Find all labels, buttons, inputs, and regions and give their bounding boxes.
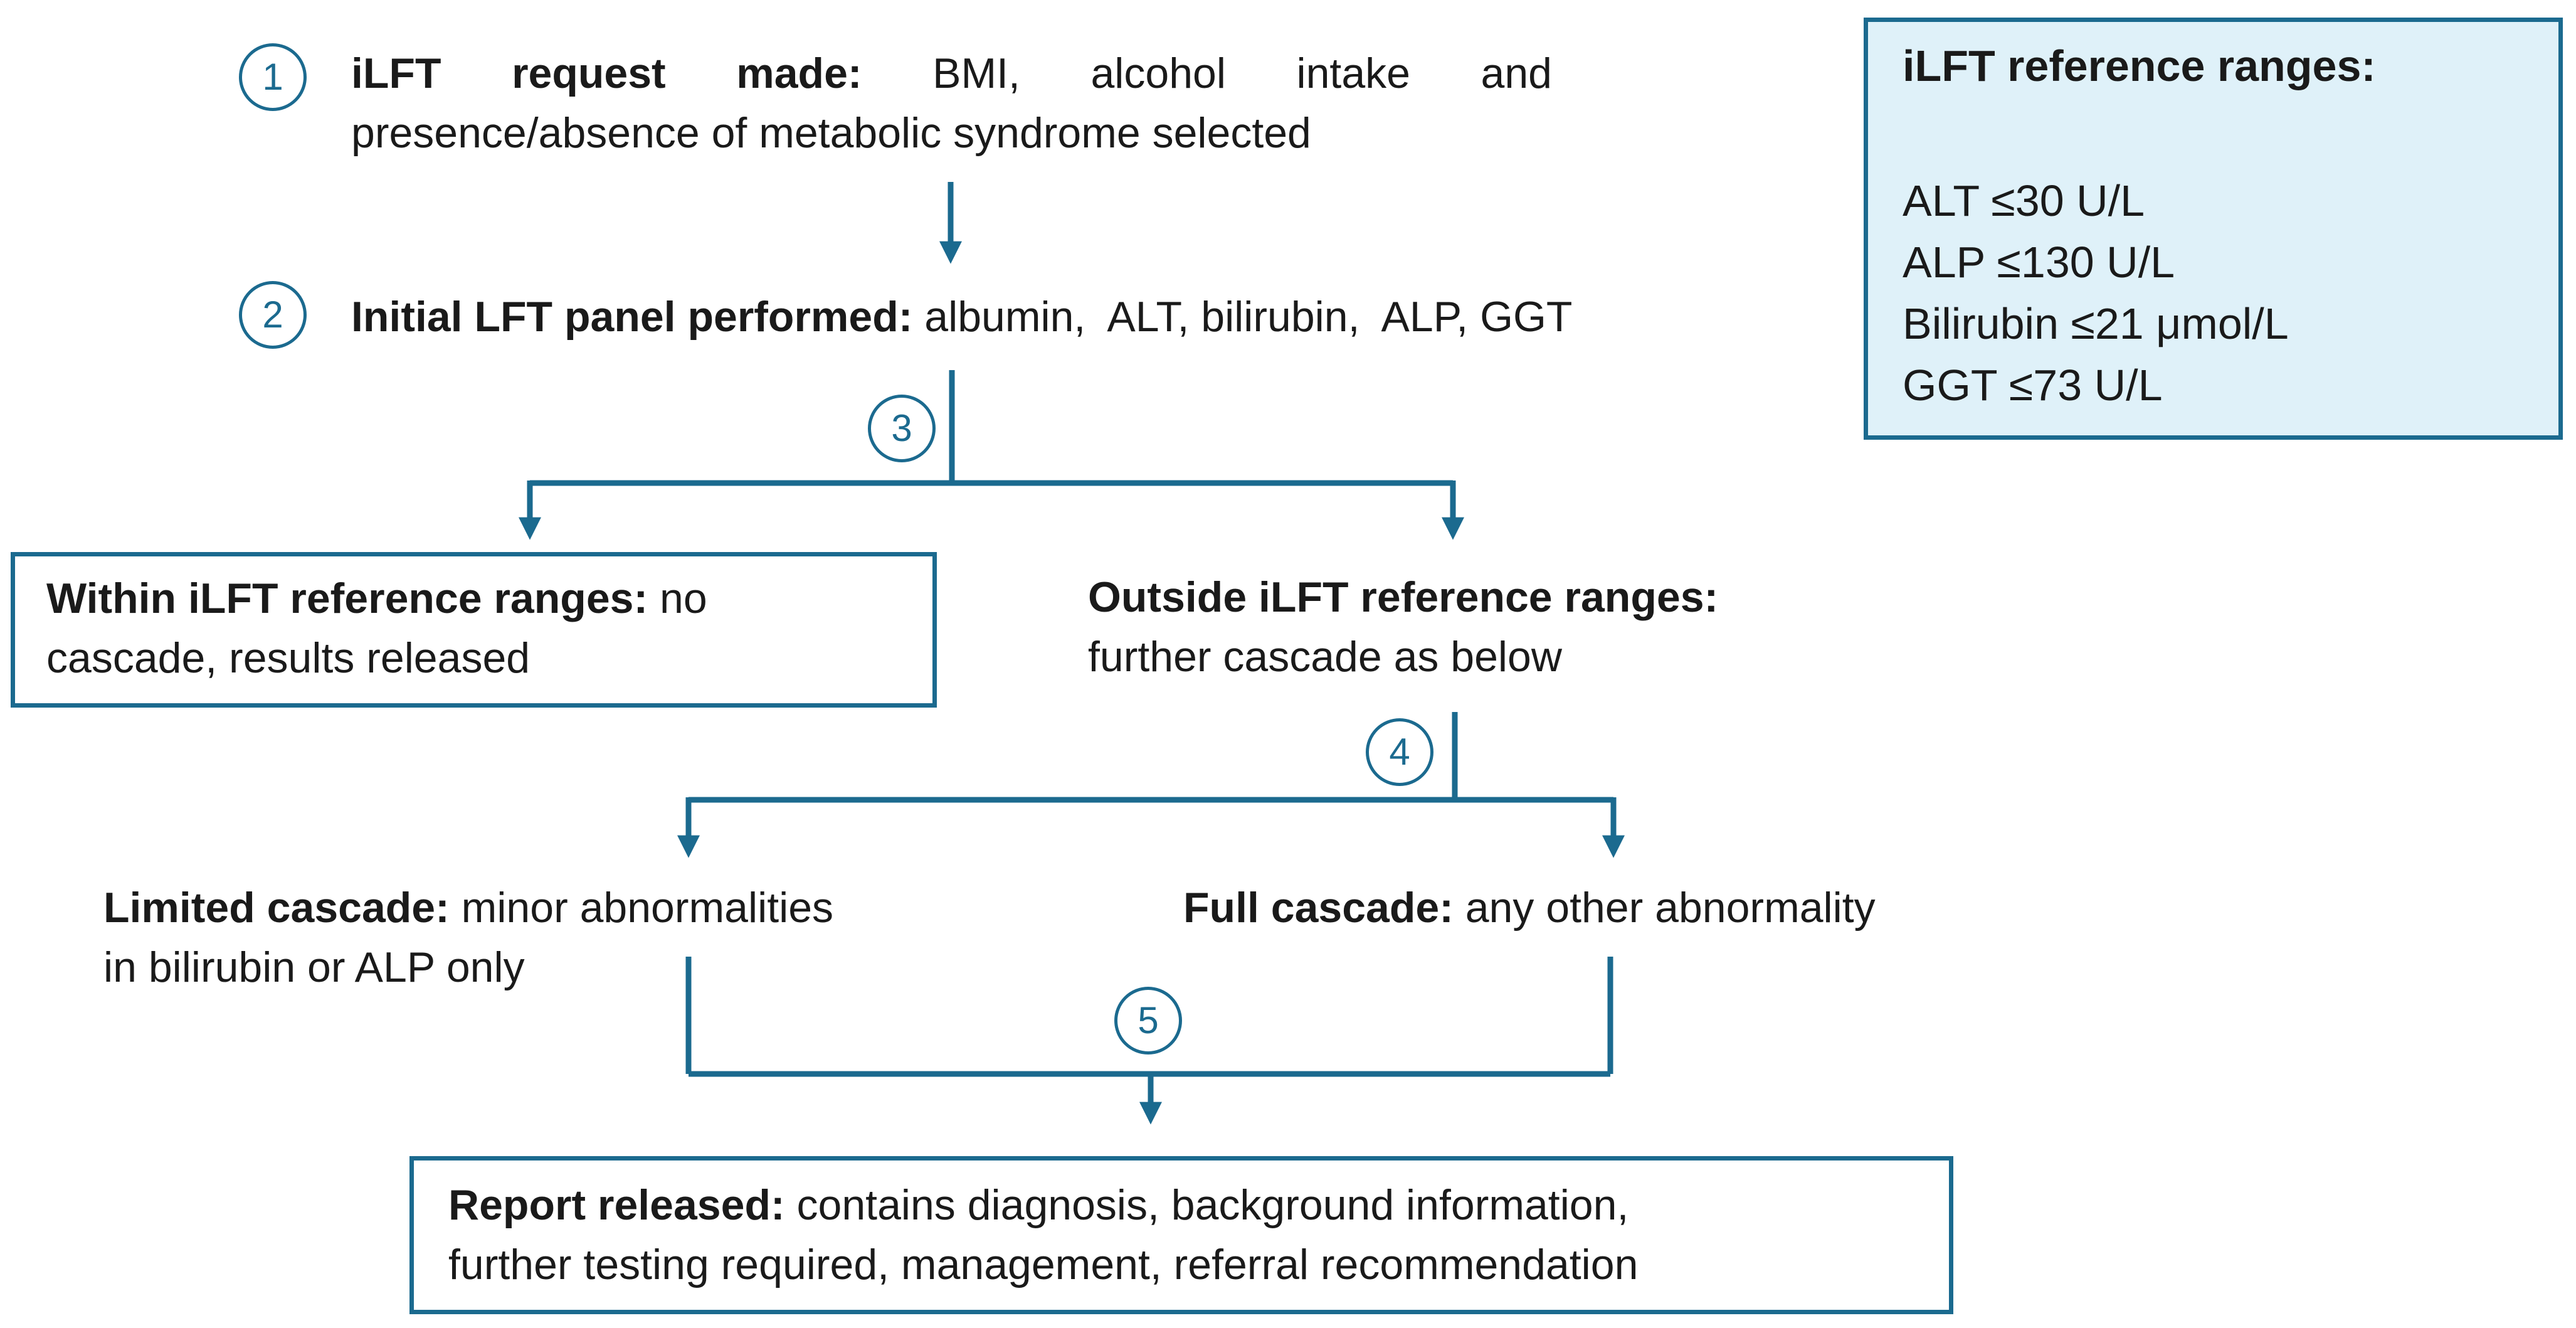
limited-cascade-text: Limited cascade: minor abnormalities in …	[103, 878, 833, 997]
step-2-title: Initial LFT panel performed:	[351, 293, 913, 341]
outside-ranges-title: Outside iLFT reference ranges:	[1088, 573, 1719, 621]
report-released-title: Report released:	[448, 1181, 785, 1229]
reference-ranges-title: iLFT reference ranges:	[1903, 41, 2376, 90]
report-released-text: Report released: contains diagnosis, bac…	[448, 1176, 1638, 1295]
reference-range-bilirubin: Bilirubin ≤21 μmol/L	[1903, 299, 2289, 348]
step-2-text: Initial LFT panel performed: albumin, AL…	[351, 287, 1572, 347]
report-released-box: Report released: contains diagnosis, bac…	[409, 1156, 1953, 1314]
report-released-description: contains diagnosis, background informati…	[448, 1181, 1639, 1288]
full-cascade-description: any other abnormality	[1453, 884, 1876, 932]
within-ranges-title: Within iLFT reference ranges:	[46, 575, 648, 622]
step-1-number: 1	[239, 43, 307, 111]
step-1-description: BMI, alcohol intake and presence/absence…	[351, 50, 1552, 157]
reference-range-ggt: GGT ≤73 U/L	[1903, 361, 2163, 410]
full-cascade-title: Full cascade:	[1183, 884, 1454, 932]
step-5-number: 5	[1114, 987, 1182, 1054]
limited-cascade-description: minor abnormalities in bilirubin or ALP …	[103, 884, 834, 991]
step-3-number: 3	[868, 395, 936, 462]
step-1-text: iLFT request made: BMI, alcohol intake a…	[351, 44, 1552, 163]
step-2-description: albumin, ALT, bilirubin, ALP, GGT	[912, 293, 1573, 341]
reference-range-alt: ALT ≤30 U/L	[1903, 176, 2145, 225]
limited-cascade-title: Limited cascade:	[103, 884, 450, 932]
outside-ranges-text: Outside iLFT reference ranges: further c…	[1088, 568, 1718, 687]
step-2-number: 2	[239, 281, 307, 349]
reference-range-alp: ALP ≤130 U/L	[1903, 238, 2175, 287]
within-ranges-description: no cascade, results released	[46, 575, 707, 682]
outside-ranges-description: further cascade as below	[1088, 633, 1562, 681]
step-4-number: 4	[1366, 718, 1433, 786]
reference-ranges-box: iLFT reference ranges: ALT ≤30 U/L ALP ≤…	[1864, 18, 2563, 440]
within-ranges-box: Within iLFT reference ranges: no cascade…	[11, 552, 937, 708]
within-ranges-text: Within iLFT reference ranges: no cascade…	[46, 569, 707, 688]
step-1-title: iLFT request made:	[351, 50, 862, 97]
full-cascade-text: Full cascade: any other abnormality	[1183, 878, 1876, 938]
